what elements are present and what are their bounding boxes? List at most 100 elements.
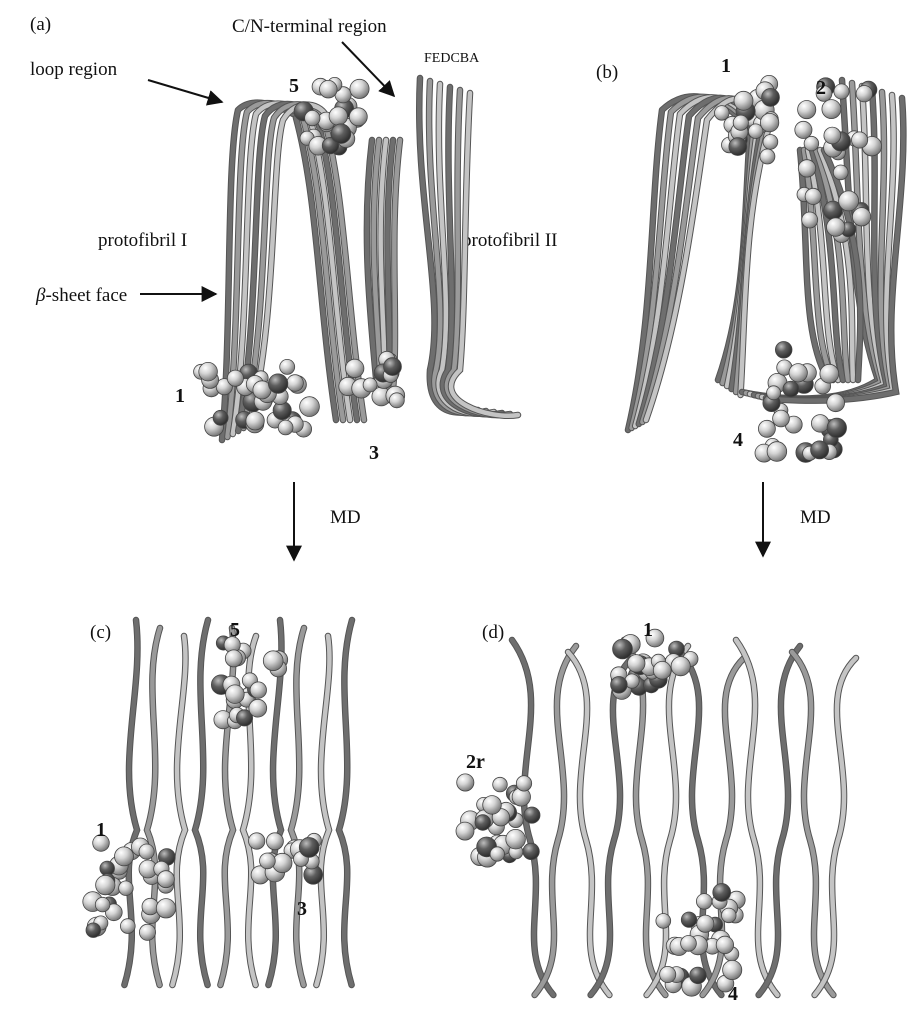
heteroatom-sphere bbox=[729, 138, 747, 156]
ribbon-strand bbox=[736, 640, 777, 995]
carbon-sphere bbox=[811, 415, 829, 433]
carbon-sphere bbox=[697, 915, 714, 932]
loop-region-arrow bbox=[148, 80, 222, 102]
carbon-sphere bbox=[96, 875, 115, 894]
heteroatom-sphere bbox=[681, 912, 696, 927]
heteroatom-sphere bbox=[783, 381, 799, 397]
heteroatom-sphere bbox=[331, 124, 351, 144]
panel-a-tag: (a) bbox=[30, 14, 51, 35]
heteroatom-sphere bbox=[775, 342, 792, 359]
carbon-sphere bbox=[653, 661, 671, 679]
carbon-sphere bbox=[119, 881, 134, 896]
carbon-sphere bbox=[723, 960, 742, 979]
ribbon-strand bbox=[447, 90, 510, 415]
carbon-sphere bbox=[820, 364, 839, 383]
carbon-sphere bbox=[266, 833, 283, 850]
carbon-sphere bbox=[760, 113, 778, 131]
panel-a: (a) loop region C/N-terminal region FEDC… bbox=[30, 14, 558, 464]
heteroatom-sphere bbox=[384, 358, 402, 376]
heteroatom-sphere bbox=[762, 89, 780, 107]
panel-d: (d) 1 2r 4 bbox=[456, 619, 856, 1005]
ligand-cluster-2r bbox=[456, 774, 540, 867]
carbon-sphere bbox=[824, 127, 841, 144]
md-arrow-left: MD bbox=[294, 482, 361, 560]
heteroatom-sphere bbox=[611, 677, 628, 694]
heteroatom-sphere bbox=[299, 838, 319, 858]
site-label-3: 3 bbox=[297, 898, 307, 920]
ligand-cluster-1 bbox=[83, 835, 176, 941]
carbon-sphere bbox=[139, 924, 155, 940]
protofibril-2-label: protofibril II bbox=[462, 230, 558, 251]
carbon-sphere bbox=[833, 165, 848, 180]
site-label-2r: 2r bbox=[466, 751, 485, 773]
carbon-sphere bbox=[249, 699, 267, 717]
carbon-sphere bbox=[263, 651, 283, 671]
carbon-sphere bbox=[115, 847, 134, 866]
carbon-sphere bbox=[329, 107, 347, 125]
carbon-sphere bbox=[278, 420, 293, 435]
carbon-sphere bbox=[516, 776, 531, 791]
ribbon-strand bbox=[535, 646, 576, 995]
carbon-sphere bbox=[656, 914, 671, 929]
carbon-sphere bbox=[490, 847, 504, 861]
carbon-sphere bbox=[722, 908, 737, 923]
heteroatom-sphere bbox=[475, 815, 491, 831]
heteroatom-sphere bbox=[268, 374, 287, 393]
carbon-sphere bbox=[300, 397, 320, 417]
heteroatom-sphere bbox=[827, 418, 846, 437]
carbon-sphere bbox=[305, 110, 320, 125]
carbon-sphere bbox=[280, 359, 295, 374]
carbon-sphere bbox=[250, 682, 266, 698]
carbon-sphere bbox=[260, 853, 276, 869]
carbon-sphere bbox=[767, 442, 787, 462]
carbon-sphere bbox=[789, 364, 807, 382]
heteroatom-sphere bbox=[524, 807, 540, 823]
carbon-sphere bbox=[696, 894, 712, 910]
carbon-sphere bbox=[834, 84, 849, 99]
carbon-sphere bbox=[320, 80, 338, 98]
md-label-left: MD bbox=[330, 507, 361, 528]
carbon-sphere bbox=[363, 378, 377, 392]
carbon-sphere bbox=[95, 897, 110, 912]
carbon-sphere bbox=[839, 191, 859, 211]
panel-b-tag: (b) bbox=[596, 62, 618, 83]
md-label-right: MD bbox=[800, 507, 831, 528]
cn-terminal-label: C/N-terminal region bbox=[232, 16, 387, 37]
ligand-cluster-1 bbox=[194, 359, 320, 437]
site-label-1: 1 bbox=[643, 619, 653, 641]
heteroatom-sphere bbox=[713, 884, 731, 902]
site-label-1: 1 bbox=[96, 819, 106, 841]
heteroatom-sphere bbox=[523, 843, 539, 859]
beta-sheet-face-label: β-sheet face bbox=[35, 285, 127, 306]
heteroatom-sphere bbox=[613, 639, 633, 659]
carbon-sphere bbox=[349, 108, 367, 126]
strand-letters-label: FEDCBA bbox=[424, 51, 480, 66]
carbon-sphere bbox=[856, 86, 872, 102]
carbon-sphere bbox=[802, 212, 818, 228]
panel-b: (b) 1 2 4 bbox=[596, 55, 903, 462]
carbon-sphere bbox=[758, 420, 775, 437]
carbon-sphere bbox=[226, 685, 245, 704]
carbon-sphere bbox=[827, 218, 845, 236]
carbon-sphere bbox=[773, 410, 790, 427]
ribbon-strand bbox=[339, 620, 352, 985]
carbon-sphere bbox=[852, 208, 870, 226]
carbon-sphere bbox=[249, 833, 265, 849]
carbon-sphere bbox=[671, 657, 690, 676]
ligand-cluster-4 bbox=[656, 884, 745, 997]
carbon-sphere bbox=[795, 121, 812, 138]
carbon-sphere bbox=[760, 149, 775, 164]
carbon-sphere bbox=[483, 796, 502, 815]
carbon-sphere bbox=[120, 919, 135, 934]
carbon-sphere bbox=[139, 844, 154, 859]
carbon-sphere bbox=[681, 936, 697, 952]
carbon-sphere bbox=[346, 359, 364, 377]
carbon-sphere bbox=[852, 132, 868, 148]
disordered-protofibril-ribbons bbox=[124, 620, 352, 985]
panel-c: (c) 5 1 3 bbox=[83, 619, 352, 985]
carbon-sphere bbox=[199, 362, 218, 381]
carbon-sphere bbox=[350, 79, 369, 98]
carbon-sphere bbox=[798, 101, 816, 119]
carbon-sphere bbox=[827, 394, 845, 412]
